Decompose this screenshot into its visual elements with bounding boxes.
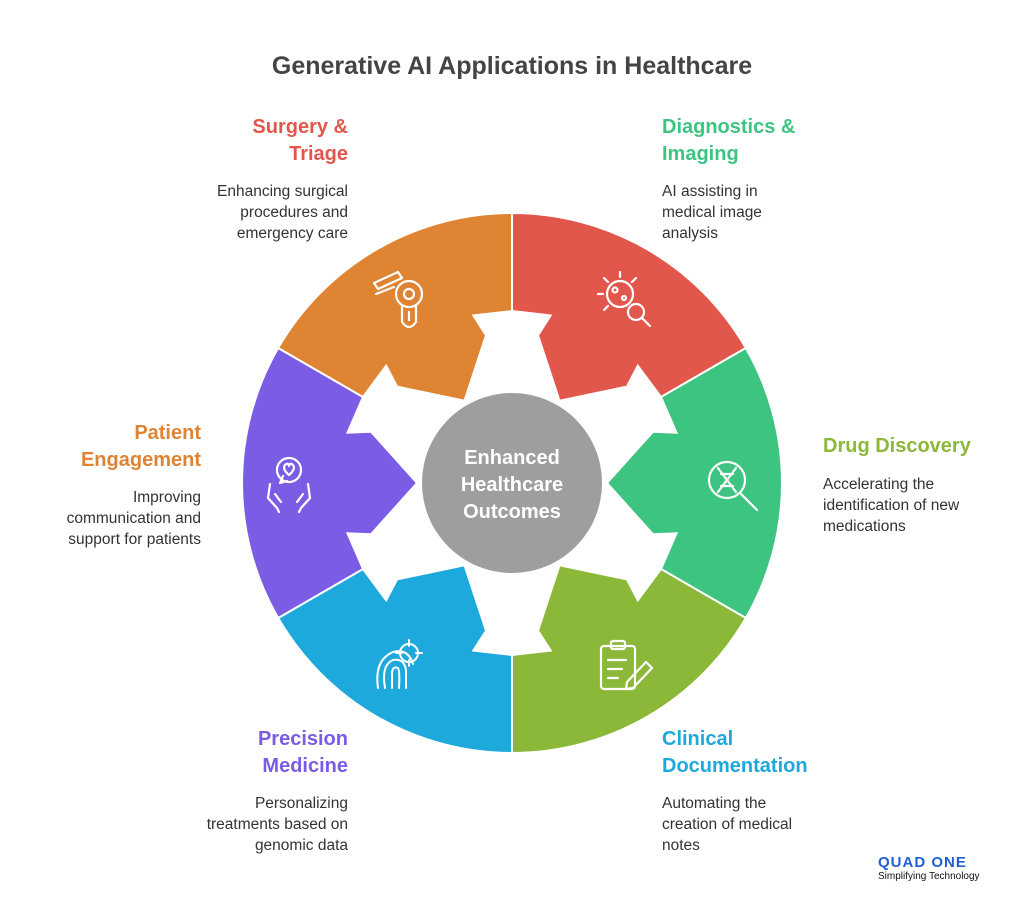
- center-label-line-1: Enhanced: [464, 447, 560, 469]
- surgical-robot-icon: [372, 270, 424, 329]
- label-diagnostics: Diagnostics & Imaging: [662, 116, 796, 165]
- fingerprint-target-icon: [376, 639, 423, 689]
- center-label-line-3: Outcomes: [463, 501, 561, 523]
- label-surgery: Surgery & Triage: [252, 116, 348, 165]
- brand-name: QUAD ONE: [878, 854, 967, 871]
- desc-clinical: Automating the creation of medical notes: [662, 795, 793, 854]
- brand-tagline: Simplifying Technology: [878, 871, 980, 882]
- label-precision: Precision Medicine: [257, 728, 348, 777]
- dna-magnifier-icon: [707, 460, 759, 512]
- virus-magnifier-icon: [596, 270, 652, 328]
- center-circle: [422, 393, 602, 573]
- diagram-title: Generative AI Applications in Healthcare: [271, 52, 753, 80]
- segment-drug: [511, 564, 748, 755]
- label-clinical: Clinical Documentation: [662, 728, 808, 777]
- segment-diagnostics: [605, 346, 783, 620]
- segment-patient: [276, 211, 513, 402]
- label-drug-discovery: Drug Discovery: [823, 435, 971, 457]
- desc-drug-discovery: Accelerating the identification of new m…: [823, 476, 960, 535]
- clipboard-pen-icon: [599, 639, 654, 691]
- segment-precision: [241, 346, 419, 620]
- center-label-line-2: Healthcare: [461, 474, 563, 496]
- hands-heart-icon: [266, 456, 312, 514]
- brand-logo: QUAD ONE Simplifying Technology: [878, 855, 992, 883]
- desc-precision: Personalizing treatments based on genomi…: [206, 795, 348, 854]
- desc-diagnostics: AI assisting in medical image analysis: [662, 183, 762, 242]
- label-patient: Patient Engagement: [80, 422, 201, 471]
- desc-surgery: Enhancing surgical procedures and emerge…: [217, 183, 348, 242]
- desc-patient: Improving communication and support for …: [66, 489, 201, 548]
